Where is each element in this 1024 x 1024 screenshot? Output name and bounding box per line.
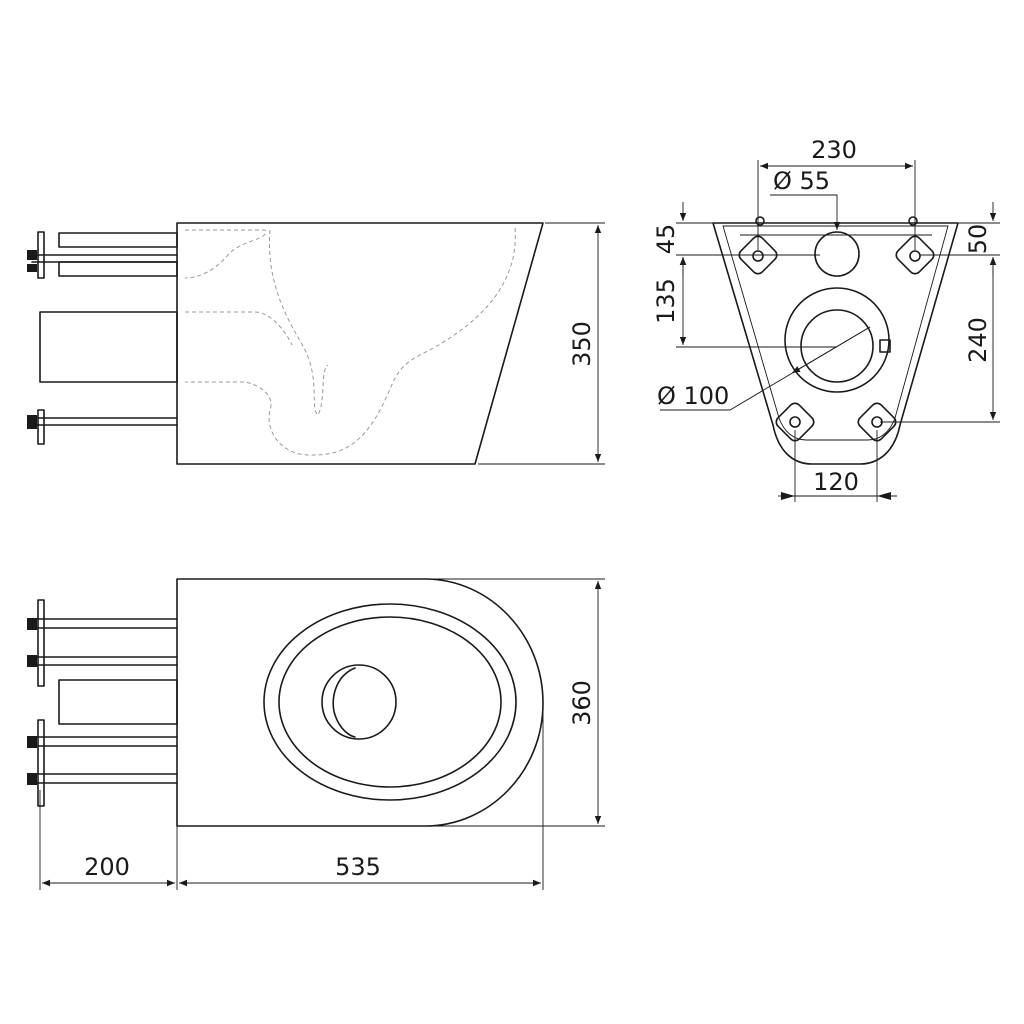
dim-55-leader [770,194,841,230]
side-waste-spigot [39,311,178,383]
side-upper-sleeve [58,232,178,248]
rear-bracket-top-left [738,235,778,275]
dim-55-label: Ø 55 [773,167,830,195]
plan-nut-3 [27,736,37,748]
rear-outlet-55 [814,231,860,277]
rear-mounting-brackets [738,216,935,442]
plan-nut-1 [27,618,37,630]
side-lower-nut [27,415,37,429]
plan-outlet-inner [332,667,356,738]
rear-nut-top-right [909,250,921,262]
rear-waste-clip [879,339,891,353]
rear-nut-bottom-left [789,416,801,428]
rear-stud-left [755,216,765,226]
dim-350-label: 350 [568,321,596,367]
plan-nut-2 [27,655,37,667]
dim-45-label: 45 [652,224,680,255]
rear-bracket-top-right [895,235,935,275]
side-trap-hidden-line [185,311,293,346]
rear-stud-right [908,216,918,226]
plan-fixing-bolts [27,599,178,807]
side-upper-sleeve-2 [58,261,178,277]
side-upper-nut [27,250,37,260]
side-bowl-inner-hidden-line [268,229,329,416]
dim-100-label: Ø 100 [657,382,729,410]
rear-bracket-bottom-right [857,402,897,442]
dim-120-arrow-left [781,492,795,500]
dim-135-label: 135 [652,278,680,324]
rear-nut-top-left [752,250,764,262]
plan-plate-upper [37,599,45,687]
rear-body-inner-outline [722,225,949,441]
plan-rim-inner [278,616,502,788]
plan-rim-outer [263,603,517,801]
dim-120-arrow-right [877,492,891,500]
rear-bracket-bottom-left [775,402,815,442]
side-fixing-bolts [27,231,178,445]
rear-body-outline [712,222,959,465]
side-bowl-outer-hidden-line [185,227,516,456]
plan-plate-lower [37,719,45,807]
rear-waste-100-outer [784,287,890,393]
dim-100-arrow [791,326,871,374]
plan-sleeve [58,679,178,725]
rear-view: 230 Ø 55 45 135 50 240 Ø 100 120 [652,136,1000,502]
plan-view: 360 200 535 [27,578,605,890]
dim-240-label: 240 [964,317,992,363]
plan-body-outline [176,578,544,827]
side-body-outline [176,222,544,465]
side-view: 350 [27,222,605,465]
dim-200-label: 200 [84,853,130,881]
dim-230-label: 230 [811,136,857,164]
side-lower-plate [37,409,45,445]
dim-535-label: 535 [335,853,381,881]
plan-outlet [321,664,397,740]
dim-360-label: 360 [568,680,596,726]
rear-waste-100-inner [800,309,874,383]
plan-nut-4 [27,773,37,785]
side-upper-plate [37,231,45,279]
dim-120-label: 120 [813,468,859,496]
dim-50-label: 50 [964,224,992,255]
side-upper-nut-2 [27,264,37,272]
side-bowl-hidden-line [184,229,266,279]
